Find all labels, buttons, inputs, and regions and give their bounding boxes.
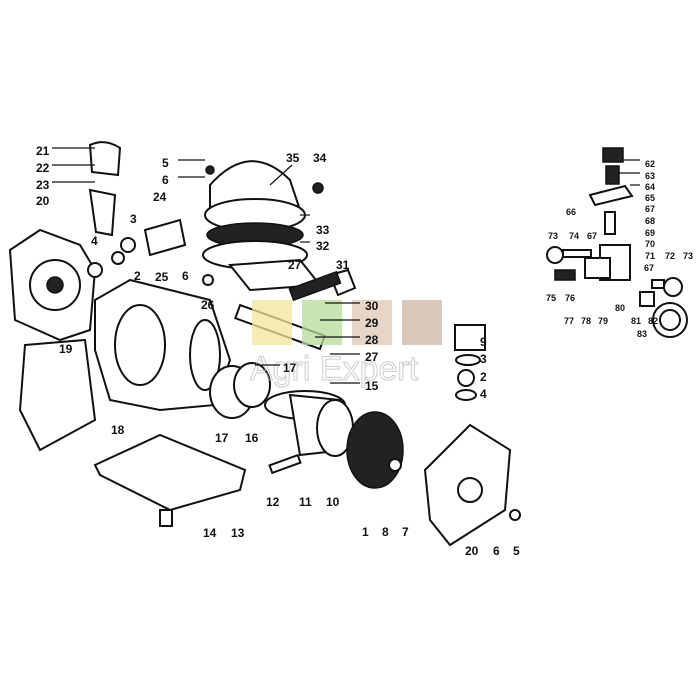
piston-assembly (264, 390, 404, 489)
part-label: 3 (480, 352, 487, 366)
part-label: 2 (480, 370, 487, 384)
part-label: 2 (134, 269, 141, 283)
leader-lines (52, 147, 640, 384)
part-label: 75 (546, 293, 556, 303)
part-label: 6 (182, 269, 189, 283)
part-label: 35 (286, 151, 300, 165)
part-label: 27 (288, 258, 302, 272)
part-label: 69 (645, 228, 655, 238)
part-label: 13 (231, 526, 245, 540)
part-label: 80 (615, 303, 625, 313)
part-label: 23 (36, 178, 50, 192)
part-label: 63 (645, 171, 655, 181)
part-label: 64 (645, 182, 655, 192)
right-housing (423, 324, 521, 547)
watermark-text: Agri Expert (250, 350, 419, 388)
part-label: 20 (465, 544, 479, 558)
part-label: 20 (36, 194, 50, 208)
part-label: 62 (645, 159, 655, 169)
part-label: 67 (645, 204, 655, 214)
part-label: 34 (313, 151, 327, 165)
part-label: 8 (382, 525, 389, 539)
part-label: 33 (316, 223, 330, 237)
part-label: 27 (365, 350, 379, 364)
part-label: 76 (565, 293, 575, 303)
part-label: 32 (316, 239, 330, 253)
watermark: Agri Expert (250, 300, 442, 389)
part-label: 65 (645, 193, 655, 203)
part-label: 10 (326, 495, 340, 509)
part-label: 5 (513, 544, 520, 558)
part-label: 68 (645, 216, 655, 226)
part-label: 17 (283, 361, 297, 375)
part-label: 30 (365, 299, 379, 313)
part-label: 12 (266, 495, 280, 509)
part-label: 22 (36, 161, 50, 175)
part-label: 74 (569, 231, 579, 241)
part-label: 77 (564, 316, 574, 326)
part-label: 26 (201, 298, 215, 312)
part-label: 11 (299, 495, 312, 509)
part-label: 16 (245, 431, 259, 445)
part-labels-main: 21 22 23 20 4 3 24 2 25 26 5 6 35 34 33 … (36, 144, 520, 558)
part-label: 73 (548, 231, 558, 241)
part-label: 29 (365, 316, 379, 330)
part-label: 70 (645, 239, 655, 249)
part-label: 31 (336, 258, 350, 272)
part-label: 6 (493, 544, 500, 558)
part-label: 3 (130, 212, 137, 226)
part-label: 82 (648, 316, 658, 326)
part-label: 18 (111, 423, 125, 437)
part-label: 5 (162, 156, 169, 170)
part-label: 15 (365, 379, 379, 393)
part-label: 7 (402, 525, 409, 539)
part-label: 67 (644, 263, 654, 273)
part-label: 73 (683, 251, 693, 261)
left-housing (8, 141, 187, 342)
part-label: 25 (155, 270, 169, 284)
part-label: 4 (480, 387, 487, 401)
part-label: 78 (581, 316, 591, 326)
part-label: 79 (598, 316, 608, 326)
part-label: 4 (91, 234, 98, 248)
part-label: 1 (362, 525, 369, 539)
part-label: 24 (153, 190, 167, 204)
part-label: 28 (365, 333, 379, 347)
part-label: 83 (637, 329, 647, 339)
part-label: 17 (215, 431, 229, 445)
part-label: 21 (36, 144, 50, 158)
part-label: 71 (645, 251, 655, 261)
crankcase (18, 278, 271, 527)
part-labels-valve: 62 63 64 65 66 67 68 69 70 71 72 73 73 7… (546, 159, 693, 339)
part-label: 6 (162, 173, 169, 187)
part-label: 19 (59, 342, 73, 356)
part-label: 81 (631, 316, 641, 326)
part-label: 72 (665, 251, 675, 261)
part-label: 9 (480, 335, 487, 349)
part-label: 14 (203, 526, 217, 540)
pressure-regulator (546, 147, 688, 338)
part-label: 66 (566, 207, 576, 217)
part-label: 67 (587, 231, 597, 241)
